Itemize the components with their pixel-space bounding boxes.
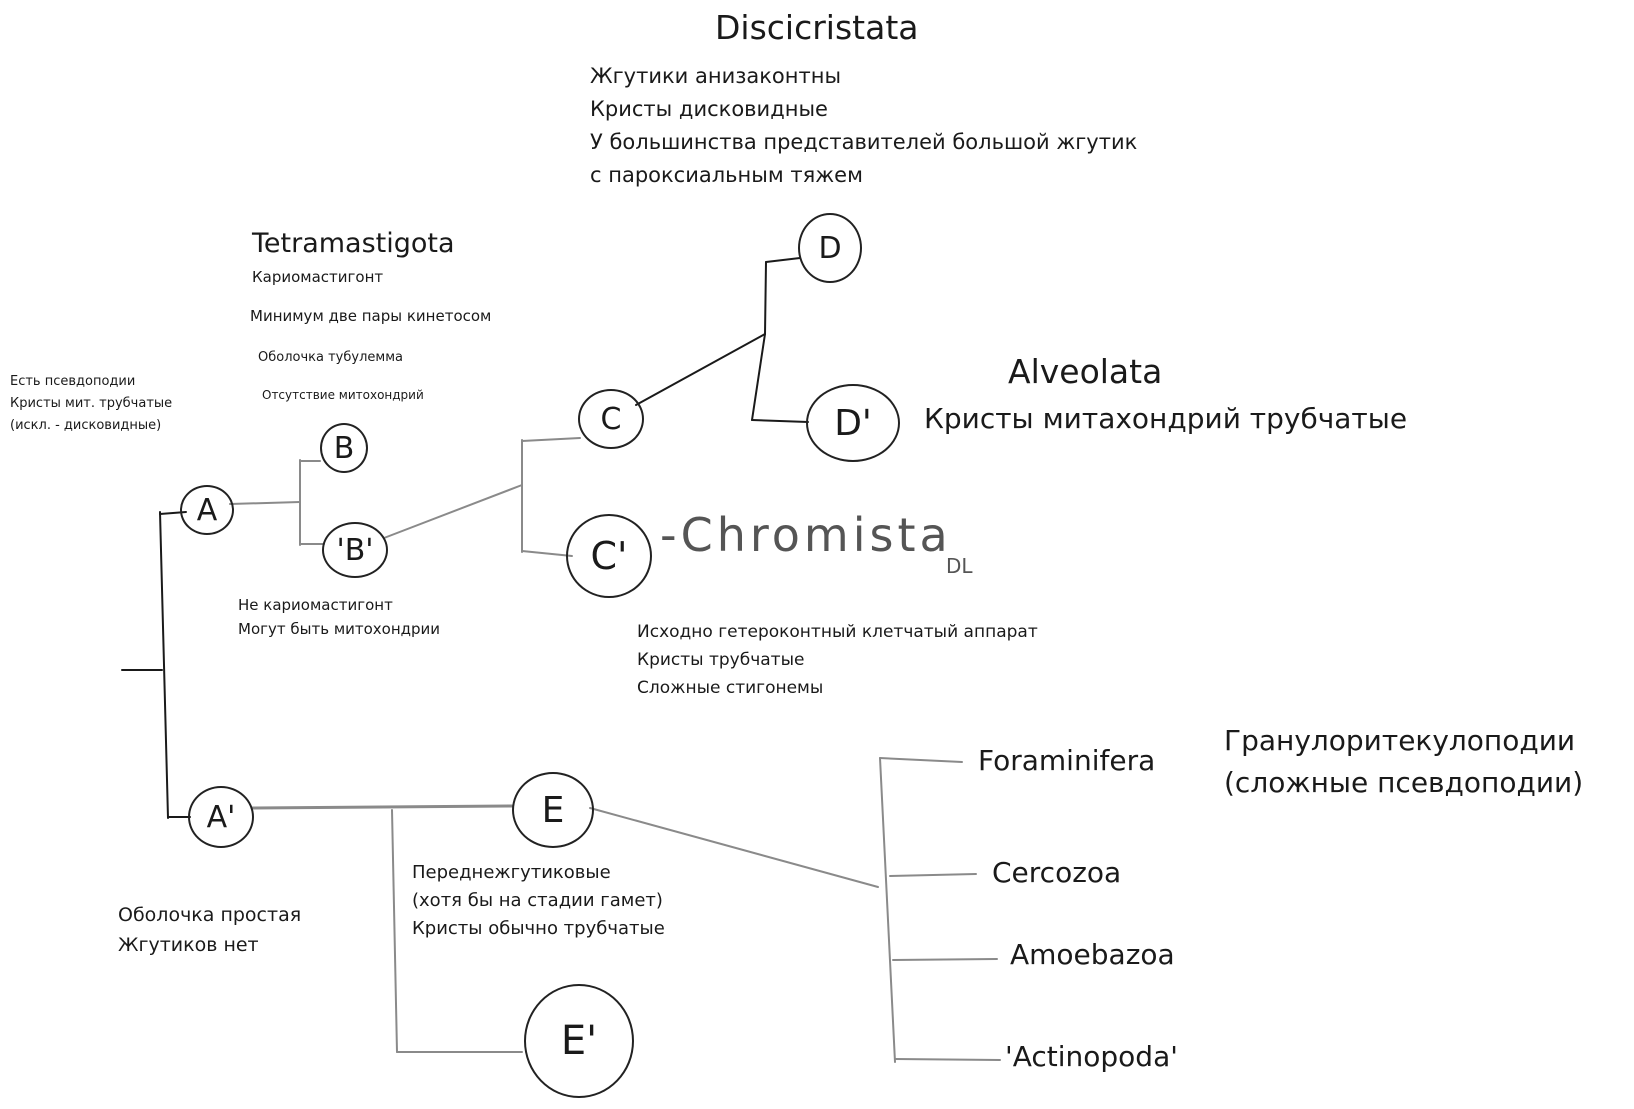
fork-right [879, 757, 896, 1063]
b-prime-note: Не кариомастигонт [238, 596, 393, 614]
tetramastigota-note: Минимум две пары кинетосом [250, 307, 492, 325]
cercozoa-label: Cercozoa [992, 856, 1122, 889]
tetramastigota-note: Кариомастигонт [252, 268, 384, 286]
amoebazoa-label: Amoebazoa [1010, 938, 1175, 971]
discicristata-note: Жгутики анизаконтны [590, 64, 842, 88]
node-C: C [578, 389, 644, 449]
root-note: (искл. - дисковидные) [10, 418, 162, 433]
b-prime-note: Могут быть митохондрии [238, 620, 441, 638]
alveolata-title: Alveolata [1008, 352, 1163, 391]
fork-Eprime [391, 809, 398, 1053]
edge-fork-C [521, 437, 581, 442]
discicristata-note: У большинства представителей большой жгу… [590, 130, 1138, 154]
edge-Bprime-fork [383, 484, 523, 539]
alveolata-note: Кристы митахондрий трубчатые [924, 402, 1408, 435]
node-B-prime: 'B' [322, 522, 388, 578]
node-C-prime: C' [566, 514, 652, 598]
foraminifera-label: Foraminifera [978, 744, 1156, 777]
edge-actinopoda [894, 1058, 1001, 1061]
root-note: Кристы мит. трубчатые [10, 396, 173, 411]
node-D-prime: D' [806, 384, 900, 462]
node-E-prime: E' [524, 984, 634, 1098]
edge-fork-Dprime [751, 419, 809, 423]
a-prime-note: Оболочка простая [118, 904, 302, 926]
edge-fork-D [765, 257, 801, 263]
edge-foraminifera [879, 757, 963, 763]
foraminifera-note: Гранулоритекулоподии [1224, 724, 1576, 757]
c-prime-note: Сложные стигонемы [637, 678, 824, 698]
discicristata-notes: Жгутики анизаконтны Кристы дисковидные У… [590, 60, 1137, 192]
e-note: (хотя бы на стадии гамет) [412, 890, 663, 911]
actinopoda-label: 'Actinopoda' [1005, 1040, 1178, 1073]
c-prime-note: Кристы трубчатые [637, 650, 805, 670]
chromista-suffix: DL [946, 554, 973, 578]
edge-A-fork [229, 501, 301, 505]
chromista-label: -Chromista [660, 508, 952, 562]
e-note: Кристы обычно трубчатые [412, 918, 665, 939]
tetramastigota-note: Отсутствие митохондрий [262, 388, 424, 402]
edge-Aprime-E [250, 804, 514, 810]
discicristata-note: Кристы дисковидные [590, 97, 828, 121]
a-prime-note: Жгутиков нет [118, 934, 259, 956]
node-B: B [320, 423, 368, 473]
node-D: D [798, 213, 862, 283]
edge-C-fork [635, 333, 766, 406]
c-prime-note: Исходно гетероконтный клетчатый аппарат [637, 622, 1038, 642]
node-A-prime: A' [188, 786, 254, 848]
tetramastigota-note: Оболочка тубулемма [258, 350, 403, 365]
edge-amoebazoa [892, 958, 998, 961]
discicristata-note: с пароксиальным тяжем [590, 163, 863, 187]
tetramastigota-title: Tetramastigota [252, 228, 455, 259]
edge-fork-Cprime [521, 550, 573, 557]
node-E: E [512, 772, 594, 848]
discicristata-title: Discicristata [715, 8, 919, 47]
root-trunk [159, 511, 169, 819]
e-note: Переднежгутиковые [412, 862, 611, 883]
foraminifera-note: (сложные псевдоподии) [1224, 766, 1584, 799]
node-A: A [180, 485, 234, 535]
root-note: Есть псевдоподии [10, 374, 136, 389]
edge-cercozoa [889, 873, 977, 877]
fork-D-bottom [751, 333, 766, 421]
fork-D-top [764, 261, 767, 335]
edge-E-forkright [589, 807, 879, 888]
